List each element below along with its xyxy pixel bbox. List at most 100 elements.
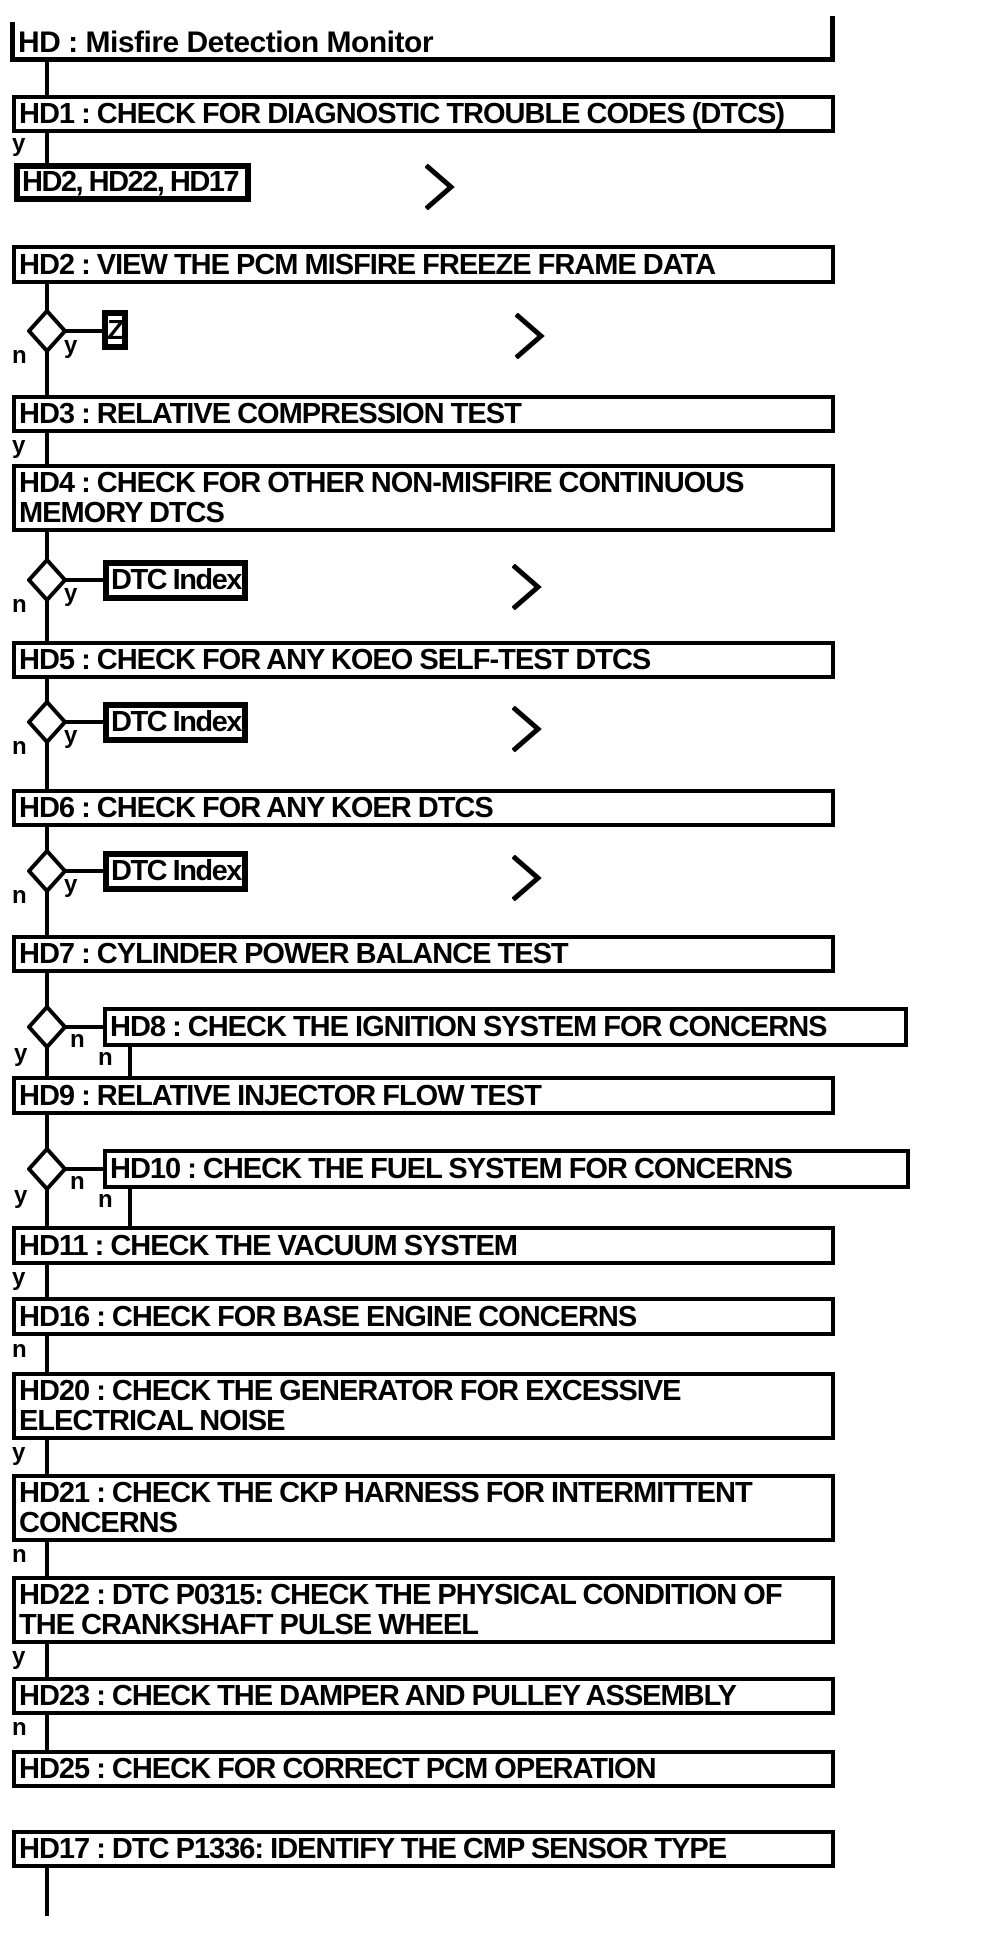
connector-line — [45, 433, 49, 464]
connector-line — [45, 973, 49, 1007]
label-no: n — [12, 1336, 27, 1363]
connector-line — [45, 532, 49, 560]
step-text: HD2 : VIEW THE PCM MISFIRE FREEZE FRAME … — [19, 248, 716, 281]
step-box-hd4: HD4 : CHECK FOR OTHER NON-MISFIRE CONTIN… — [12, 464, 835, 532]
decision-diamond-icon — [27, 849, 67, 893]
label-yes: y — [12, 1264, 26, 1291]
offpage-chevron-icon — [515, 313, 545, 359]
label-no: n — [12, 342, 27, 369]
connector-line — [45, 1715, 49, 1750]
connector-line — [65, 720, 103, 724]
connector-line — [45, 1189, 49, 1226]
step-text: THE CRANKSHAFT PULSE WHEEL — [19, 1609, 479, 1641]
connector-line — [128, 1189, 132, 1226]
connector-line — [45, 351, 49, 395]
step-box-hd16: HD16 : CHECK FOR BASE ENGINE CONCERNS — [12, 1297, 835, 1336]
label-yes: y — [64, 871, 78, 898]
flowchart-title: HD : Misfire Detection Monitor — [18, 26, 434, 59]
label-yes: y — [12, 130, 26, 157]
step-text: HD6 : CHECK FOR ANY KOER DTCS — [19, 792, 494, 824]
step-text: HD25 : CHECK FOR CORRECT PCM OPERATION — [19, 1753, 657, 1785]
connector-line — [45, 1265, 49, 1297]
label-no: n — [12, 591, 27, 618]
step-box-hd21: HD21 : CHECK THE CKP HARNESS FOR INTERMI… — [12, 1474, 835, 1542]
ref-box-goto-list: HD2, HD22, HD17 — [14, 163, 251, 202]
decision-diamond-icon — [27, 558, 67, 602]
step-text: CONCERNS — [19, 1507, 178, 1539]
label-yes: y — [64, 332, 78, 359]
connector-line — [45, 1336, 49, 1372]
step-text: ELECTRICAL NOISE — [19, 1405, 285, 1437]
step-box-hd9: HD9 : RELATIVE INJECTOR FLOW TEST — [12, 1076, 835, 1115]
step-box-hd1: HD1 : CHECK FOR DIAGNOSTIC TROUBLE CODES… — [12, 95, 835, 133]
connector-line — [45, 133, 49, 163]
step-box-hd23: HD23 : CHECK THE DAMPER AND PULLEY ASSEM… — [12, 1677, 835, 1715]
decision-diamond-icon — [27, 1147, 67, 1191]
label-no: n — [12, 882, 27, 909]
step-text: HD21 : CHECK THE CKP HARNESS FOR INTERMI… — [19, 1477, 753, 1509]
connector-line — [45, 742, 49, 789]
connector-line — [45, 891, 49, 935]
step-box-hd3: HD3 : RELATIVE COMPRESSION TEST — [12, 395, 835, 433]
ref-text: Z — [107, 314, 124, 345]
offpage-chevron-icon — [512, 706, 542, 752]
step-text: HD4 : CHECK FOR OTHER NON-MISFIRE CONTIN… — [19, 467, 745, 499]
decision-diamond-icon — [27, 309, 67, 353]
step-text: HD16 : CHECK FOR BASE ENGINE CONCERNS — [19, 1300, 637, 1333]
step-text: HD5 : CHECK FOR ANY KOEO SELF-TEST DTCS — [19, 644, 651, 676]
step-box-hd6: HD6 : CHECK FOR ANY KOER DTCS — [12, 789, 835, 827]
title-right-tick — [830, 16, 835, 61]
ref-box-dtc-index: DTC Index — [103, 702, 248, 743]
step-box-hd7: HD7 : CYLINDER POWER BALANCE TEST — [12, 935, 835, 973]
connector-line — [45, 1115, 49, 1149]
connector-line — [45, 284, 49, 311]
step-text: HD9 : RELATIVE INJECTOR FLOW TEST — [19, 1079, 542, 1112]
connector-line — [65, 1025, 103, 1029]
label-yes: y — [12, 432, 26, 459]
step-text: HD11 : CHECK THE VACUUM SYSTEM — [19, 1229, 518, 1262]
decision-diamond-icon — [27, 1005, 67, 1049]
step-text: HD22 : DTC P0315: CHECK THE PHYSICAL CON… — [19, 1579, 783, 1611]
title-left-tick — [10, 22, 15, 61]
step-text: HD7 : CYLINDER POWER BALANCE TEST — [19, 938, 569, 970]
label-no: n — [70, 1168, 85, 1195]
ref-text: DTC Index — [111, 855, 242, 887]
step-box-hd5: HD5 : CHECK FOR ANY KOEO SELF-TEST DTCS — [12, 641, 835, 679]
label-no: n — [12, 733, 27, 760]
step-text: MEMORY DTCS — [19, 497, 225, 529]
step-text: HD23 : CHECK THE DAMPER AND PULLEY ASSEM… — [19, 1680, 737, 1712]
step-box-hd22: HD22 : DTC P0315: CHECK THE PHYSICAL CON… — [12, 1576, 835, 1644]
title-underline — [10, 57, 835, 62]
step-text: HD10 : CHECK THE FUEL SYSTEM FOR CONCERN… — [110, 1153, 793, 1185]
ref-box-dtc-index: DTC Index — [103, 851, 248, 892]
step-box-hd10: HD10 : CHECK THE FUEL SYSTEM FOR CONCERN… — [103, 1149, 910, 1189]
label-no: n — [12, 1714, 27, 1741]
label-yes: y — [12, 1643, 26, 1670]
decision-diamond-icon — [27, 700, 67, 744]
connector-line — [65, 869, 103, 873]
step-box-hd2: HD2 : VIEW THE PCM MISFIRE FREEZE FRAME … — [12, 245, 835, 284]
connector-line — [45, 679, 49, 702]
connector-line — [45, 1047, 49, 1076]
label-yes: y — [64, 580, 78, 607]
ref-box-dtc-index: DTC Index — [103, 560, 248, 601]
ref-box-z: Z — [102, 310, 128, 350]
connector-line — [45, 62, 49, 95]
step-text: HD1 : CHECK FOR DIAGNOSTIC TROUBLE CODES… — [19, 98, 785, 130]
ref-text: DTC Index — [111, 706, 242, 738]
connector-line — [45, 827, 49, 851]
step-text: HD20 : CHECK THE GENERATOR FOR EXCESSIVE — [19, 1375, 681, 1407]
step-box-hd20: HD20 : CHECK THE GENERATOR FOR EXCESSIVE… — [12, 1372, 835, 1440]
offpage-chevron-icon — [512, 564, 542, 610]
step-box-hd8: HD8 : CHECK THE IGNITION SYSTEM FOR CONC… — [103, 1007, 908, 1047]
step-box-hd25: HD25 : CHECK FOR CORRECT PCM OPERATION — [12, 1750, 835, 1788]
connector-line — [128, 1046, 132, 1076]
step-text: HD17 : DTC P1336: IDENTIFY THE CMP SENSO… — [19, 1833, 727, 1865]
step-box-hd11: HD11 : CHECK THE VACUUM SYSTEM — [12, 1226, 835, 1265]
label-no: n — [98, 1044, 113, 1071]
label-no: n — [70, 1026, 85, 1053]
offpage-chevron-icon — [512, 855, 542, 901]
connector-line — [65, 329, 102, 333]
offpage-chevron-icon — [425, 164, 455, 210]
